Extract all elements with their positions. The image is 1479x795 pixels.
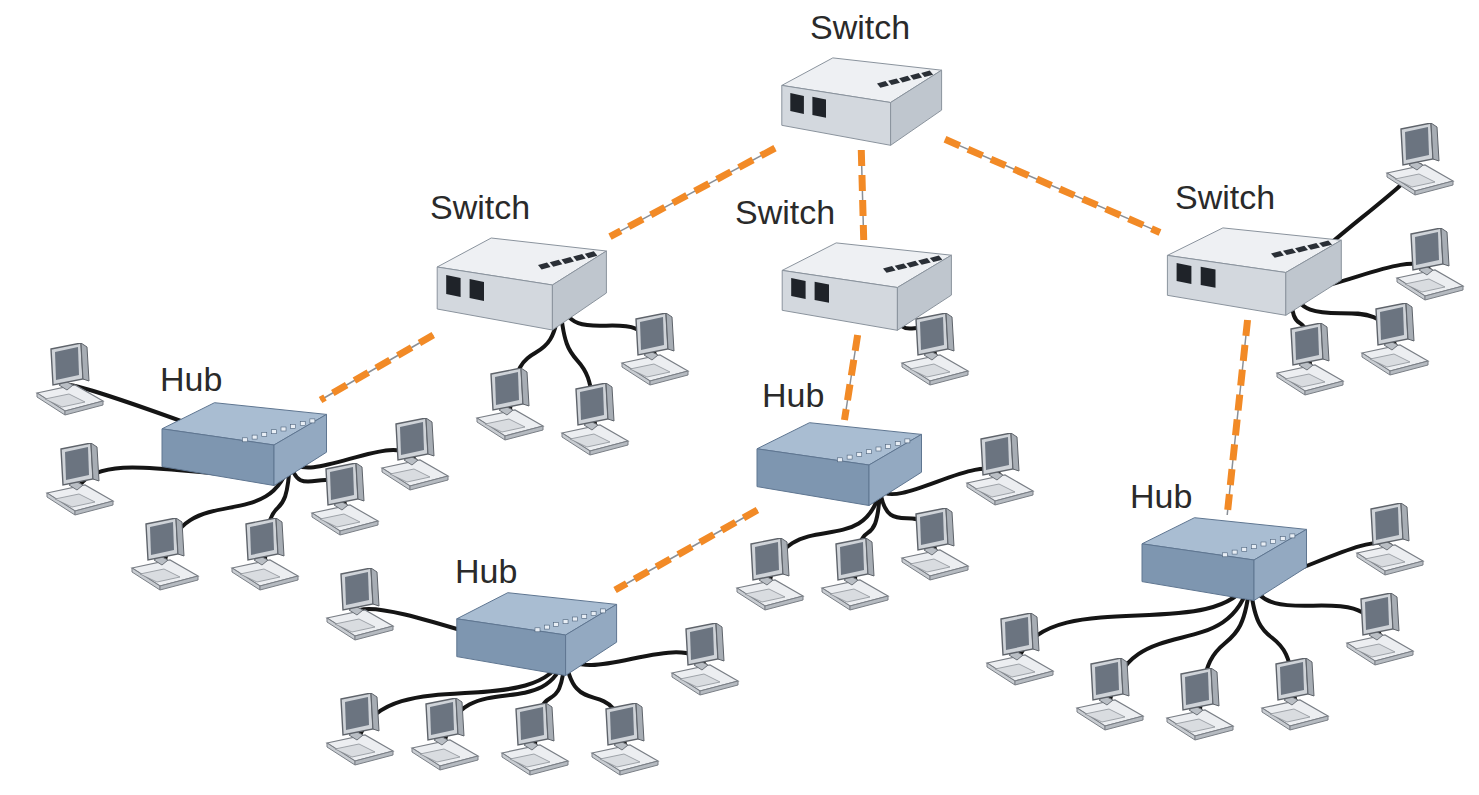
- computer-icon: [737, 538, 803, 610]
- computer-icon: [987, 613, 1053, 685]
- computer-icon: [232, 518, 298, 590]
- device-label: Switch: [810, 10, 910, 44]
- device-label: Hub: [1130, 479, 1192, 513]
- device-label: Hub: [762, 378, 824, 412]
- hub-shape: [1135, 515, 1310, 605]
- computer-icon: [1387, 123, 1453, 195]
- switch-shape: [430, 235, 610, 335]
- switch-shape: [1160, 225, 1345, 320]
- link-core: [844, 335, 857, 420]
- computer-icon: [1077, 658, 1143, 730]
- computer-icon: [822, 538, 888, 610]
- computer-icon: [672, 623, 738, 695]
- computers: [37, 123, 1463, 775]
- device-label: Hub: [160, 362, 222, 396]
- computer-icon: [967, 433, 1033, 505]
- link-core: [945, 139, 1160, 232]
- link-core: [321, 335, 434, 400]
- switch-device: Switch: [775, 55, 945, 150]
- cables: [70, 165, 1430, 745]
- link-core: [615, 510, 757, 590]
- link-core: [1227, 320, 1247, 515]
- network-link: [844, 335, 857, 420]
- link-core: [861, 150, 863, 240]
- switch-shape: [775, 55, 945, 150]
- computer-icon: [37, 343, 103, 415]
- computer-icon: [1362, 303, 1428, 375]
- link-dashes: [615, 510, 757, 590]
- computer-icon: [47, 443, 113, 515]
- computer-icon: [1357, 503, 1423, 575]
- switch-shape: [775, 240, 955, 335]
- network-link: [861, 150, 863, 240]
- link-dashes: [945, 139, 1160, 232]
- device-label: Switch: [735, 195, 835, 229]
- network-link: [945, 139, 1160, 232]
- device-label: Switch: [1175, 180, 1275, 214]
- link-dashes: [321, 335, 434, 400]
- computer-icon: [1262, 658, 1328, 730]
- switch-device: Switch: [775, 240, 955, 335]
- computer-icon: [477, 368, 543, 440]
- network-link: [615, 510, 757, 590]
- network-link: [321, 335, 434, 400]
- computer-icon: [1397, 228, 1463, 300]
- switch-device: Switch: [1160, 225, 1345, 320]
- hub-device: Hub: [750, 420, 925, 510]
- hub-shape: [155, 400, 330, 490]
- device-label: Switch: [430, 190, 530, 224]
- computer-icon: [312, 463, 378, 535]
- network-link: [1227, 320, 1247, 515]
- computer-icon: [327, 693, 393, 765]
- computer-icon: [327, 568, 393, 640]
- hub-shape: [450, 590, 620, 680]
- device-label: Hub: [455, 554, 517, 588]
- computer-icon: [1277, 323, 1343, 395]
- hub-shape: [750, 420, 925, 510]
- computer-icon: [502, 703, 568, 775]
- link-dashes: [1227, 320, 1247, 515]
- computer-icon: [622, 313, 688, 385]
- link-dashes: [861, 150, 863, 240]
- computer-icon: [132, 518, 198, 590]
- hub-device: Hub: [1135, 515, 1310, 605]
- hub-device: Hub: [155, 400, 330, 490]
- computer-icon: [1167, 668, 1233, 740]
- computer-icon: [562, 383, 628, 455]
- computer-icon: [412, 698, 478, 770]
- link-dashes: [844, 335, 857, 420]
- hub-device: Hub: [450, 590, 620, 680]
- switch-device: Switch: [430, 235, 610, 335]
- computer-icon: [902, 508, 968, 580]
- computer-icon: [382, 418, 448, 490]
- computer-icon: [592, 703, 658, 775]
- computer-icon: [1347, 593, 1413, 665]
- computer-icon: [902, 313, 968, 385]
